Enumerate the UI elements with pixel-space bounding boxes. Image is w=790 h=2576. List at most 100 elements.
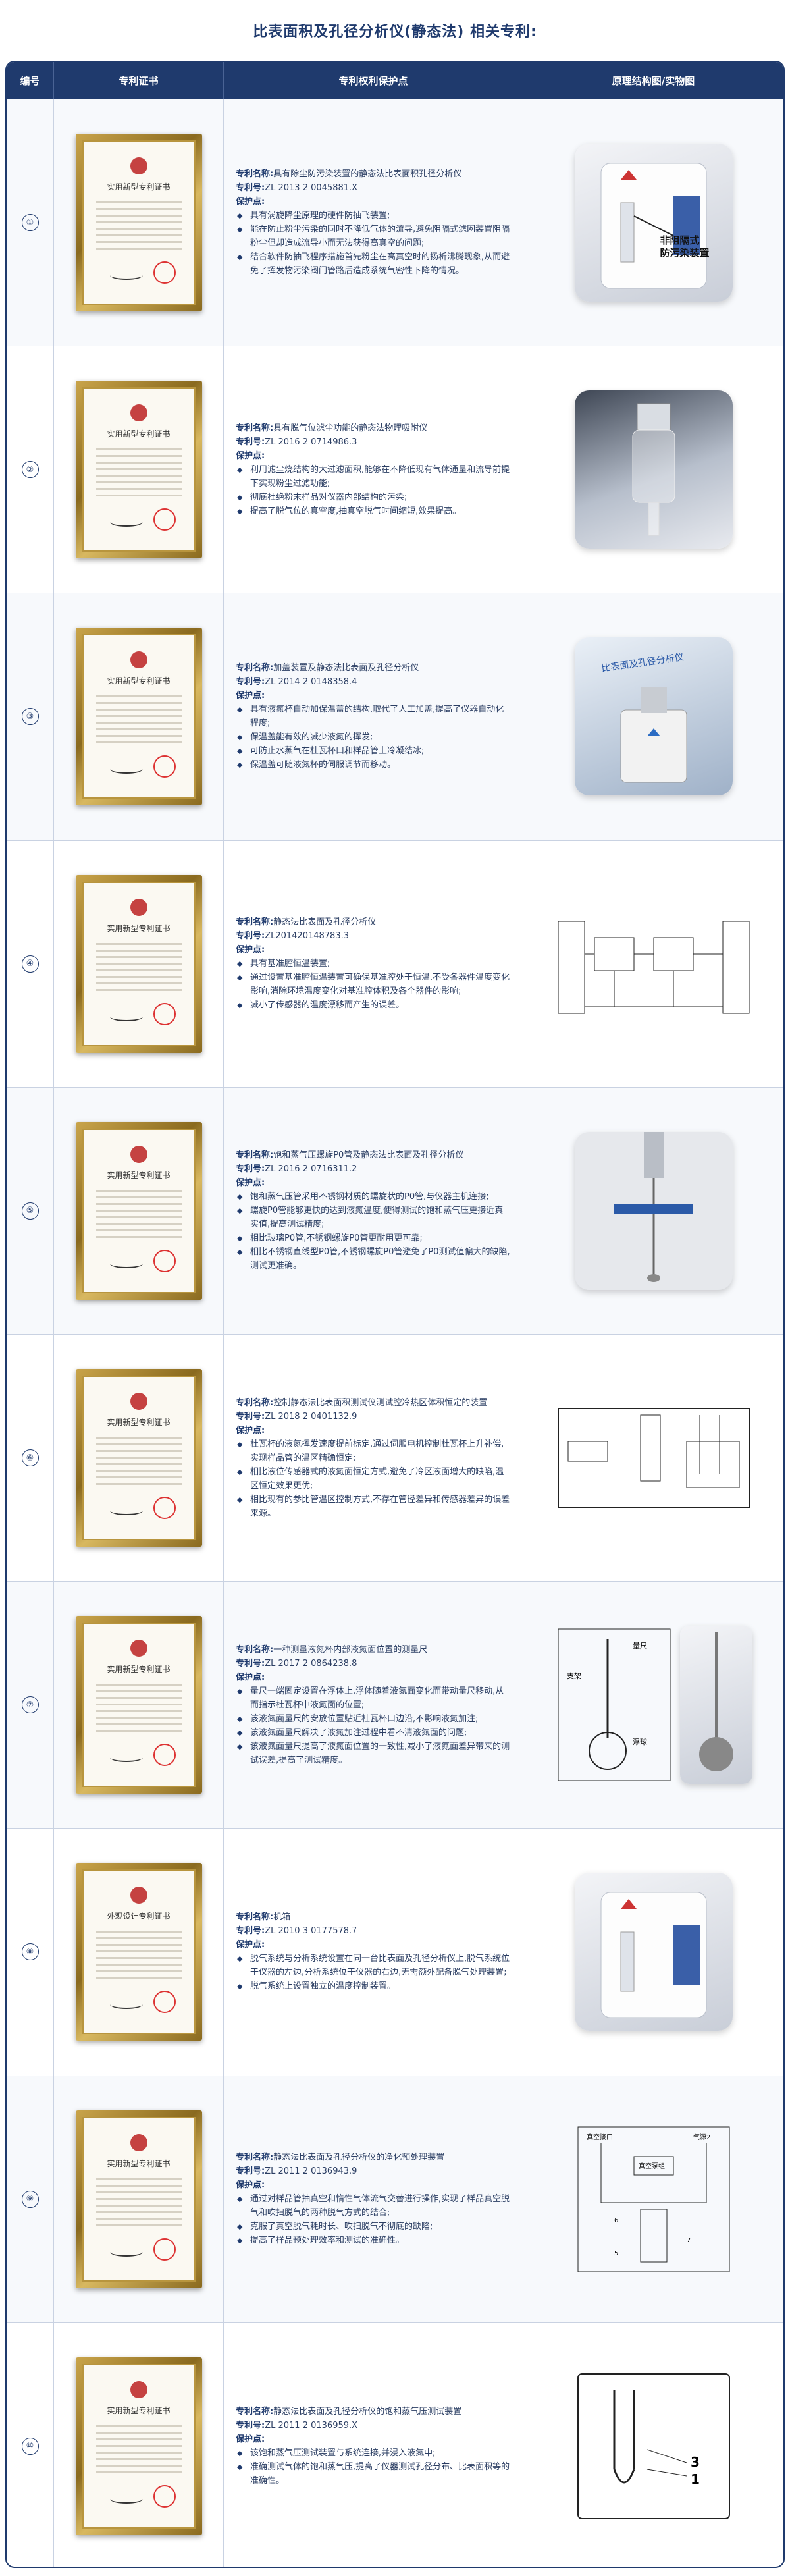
patent-number: ZL201420148783.3 [265,931,350,942]
pump-group-label: 真空泵组 [639,2162,665,2170]
pretreatment-schematic: 真空接口气源2真空泵组657 [577,2126,729,2272]
patent-certificate: 实用新型专利证书 [75,381,202,559]
protection-point: 脱气系统上设置独立的温度控制装置。 [236,1979,511,1993]
p0-tube-photo [574,1131,733,1290]
header-certificate: 专利证书 [54,62,224,99]
patent-number: ZL 2013 2 0045881.X [265,183,358,194]
certificate-text-lines [95,1684,182,1736]
ruler-label: 量尺 [633,1642,647,1650]
protection-label: 保护点: [236,1178,265,1189]
certificate-paper: 实用新型专利证书 [82,140,196,306]
certificate-text-lines [95,1437,182,1489]
certificate-cell: 外观设计专利证书 [54,1829,224,2076]
row-number: ⑤ [21,1202,39,1220]
signature-mark [109,2000,143,2010]
certificate-title: 实用新型专利证书 [107,1170,171,1180]
emblem-icon [130,1887,147,1904]
protection-label: 保护点: [236,1672,265,1682]
instrument-photo: 非阻隔式 防污染装置 [574,144,733,302]
row-number: ⑦ [21,1696,39,1714]
protection-point: 通过设置基准腔恒温装置可确保基准腔处于恒温,不受各器件温度变化影响,消除环境温度… [236,971,511,998]
patent-name-line: 专利名称:静态法比表面及孔径分析仪的饱和蒸气压测试装置 [236,2405,511,2419]
certificate-paper: 实用新型专利证书 [82,387,196,552]
patent-name-label: 专利名称: [236,917,274,928]
signature-mark [109,1753,143,1763]
certificate-paper: 外观设计专利证书 [82,1869,196,2035]
protection-label: 保护点: [236,1425,265,1436]
row-number: ① [21,214,39,232]
protection-point: 该液氮面量尺提高了液氮面位置的一致性,减小了液氮面差异带来的测试误差,提高了测试… [236,1740,511,1767]
patent-number-line: 专利号:ZL 2010 3 0177578.7 [236,1924,511,1938]
protection-point: 相比液位传感器式的液氮面恒定方式,避免了冷区液面增大的缺陷,温区恒定效果更优; [236,1465,511,1493]
emblem-icon [130,1145,147,1163]
part-6-label: 6 [614,2217,618,2224]
row-number-cell: ② [7,346,54,593]
protection-point: 螺旋P0管能够更快的达到液氮温度,使得测试的饱和蒸气压更接近真实值,提高测试精度… [236,1204,511,1231]
signature-mark [109,271,143,281]
certificate-paper: 实用新型专利证书 [82,634,196,799]
certificate-text-lines [95,695,182,748]
patent-certificate: 实用新型专利证书 [75,1121,202,1300]
patent-name: 静态法比表面及孔径分析仪的饱和蒸气压测试装置 [273,2406,462,2417]
protection-point: 可防止水蒸气在杜瓦杯口和样品管上冷凝结冰; [236,744,511,758]
patent-name-label: 专利名称: [236,423,274,433]
protection-list: 脱气系统与分析系统设置在同一台比表面及孔径分析仪上,脱气系统位于仪器的左边,分析… [236,1952,511,1993]
patent-number: ZL 2016 2 0716311.2 [265,1164,357,1175]
patent-name: 具有除尘防污染装置的静态法比表面积孔径分析仪 [273,169,462,180]
certificate-cell: 实用新型专利证书 [54,99,224,346]
patent-name-label: 专利名称: [236,1912,274,1923]
protection-list: 具有液氮杯自动加保温盖的结构,取代了人工加盖,提高了仪器自动化程度;保温盖能有效… [236,703,511,772]
protection-point: 饱和蒸气压管采用不锈钢材质的螺旋状的P0管,与仪器主机连接; [236,1190,511,1204]
row-number: ⑧ [21,1943,39,1961]
saturation-pressure-schematic: 31 [577,2373,730,2519]
seal-stamp-icon [153,1002,176,1025]
patent-certificate: 实用新型专利证书 [75,2357,202,2535]
patent-number-line: 专利号:ZL 2014 2 0148358.4 [236,675,511,689]
row-number-cell: ⑧ [7,1829,54,2076]
certificate-paper: 实用新型专利证书 [82,2363,196,2529]
patent-number-line: 专利号:ZL 2013 2 0045881.X [236,181,511,195]
emblem-icon [130,2380,147,2398]
patent-number-line: 专利号:ZL 2011 2 0136959.X [236,2419,511,2432]
patent-number: ZL 2011 2 0136959.X [265,2420,358,2430]
vacuum-port-label: 真空接口 [587,2133,613,2141]
protection-list: 具有涡旋降尘原理的硬件防抽飞装置;能在防止粉尘污染的同时不降低气体的流导,避免阻… [236,209,511,278]
protection-point: 彻底杜绝粉末样品对仪器内部结构的污染; [236,491,511,504]
protection-label: 保护点: [236,1940,265,1950]
signature-mark [109,1012,143,1021]
protection-point: 该液氮面量尺解决了液氮加注过程中看不清液氮面的问题; [236,1726,511,1740]
callout-label: 非阻隔式 防污染装置 [660,234,710,259]
protection-label: 保护点: [236,945,265,955]
patent-number: ZL 2016 2 0714986.3 [265,437,357,447]
bracket-label: 支架 [567,1672,581,1680]
certificate-cell: 实用新型专利证书 [54,840,224,1087]
part-7-label: 7 [687,2237,691,2244]
row-number-cell: ① [7,99,54,346]
protection-point: 该饱和蒸气压测试装置与系统连接,并浸入液氮中; [236,2446,511,2460]
protection-point: 具有基准腔恒温装置; [236,957,511,971]
protection-point: 具有液氮杯自动加保温盖的结构,取代了人工加盖,提高了仪器自动化程度; [236,703,511,730]
certificate-cell: 实用新型专利证书 [54,346,224,593]
certificate-title: 实用新型专利证书 [107,2159,171,2168]
protection-point: 能在防止粉尘污染的同时不降低气体的流导,避免阻隔式滤网装置阻隔粉尘但却造成流导小… [236,223,511,250]
protection-point: 具有涡旋降尘原理的硬件防抽飞装置; [236,209,511,223]
patent-number-line: 专利号:ZL 2016 2 0716311.2 [236,1162,511,1176]
patent-number-label: 专利号: [236,2166,265,2177]
protection-point: 准确测试气体的饱和蒸气压,提高了仪器测试孔径分布、比表面积等的准确性。 [236,2460,511,2488]
row-number-cell: ⑦ [7,1582,54,1829]
certificate-paper: 实用新型专利证书 [82,881,196,1046]
certificate-paper: 实用新型专利证书 [82,2116,196,2282]
certificate-cell: 实用新型专利证书 [54,593,224,840]
row-number-cell: ⑨ [7,2076,54,2322]
protection-point: 相比玻璃P0管,不锈钢螺旋P0管更耐用更可靠; [236,1231,511,1245]
